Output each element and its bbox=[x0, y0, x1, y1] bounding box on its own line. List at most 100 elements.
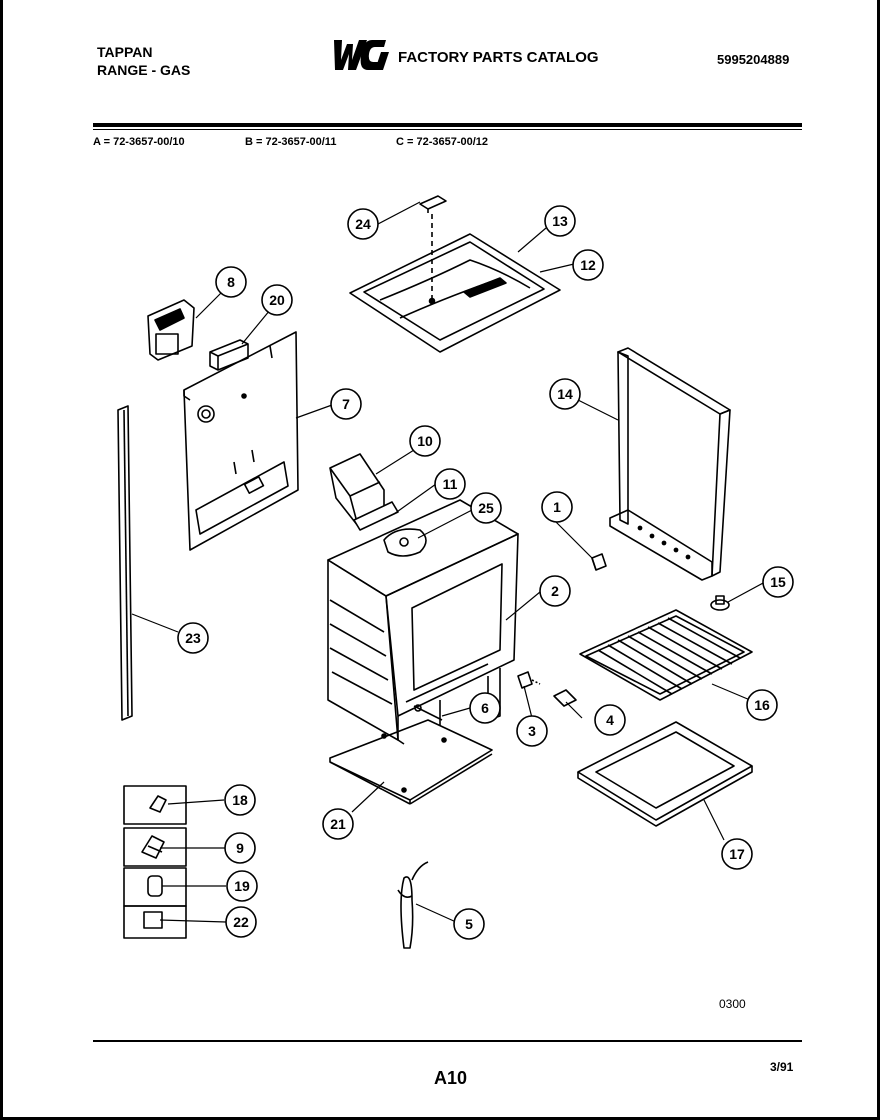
part-22-box bbox=[123, 905, 187, 939]
part-9-box bbox=[123, 827, 187, 867]
callout-2: 2 bbox=[539, 575, 571, 607]
callout-number: 11 bbox=[443, 476, 458, 492]
callout-20: 20 bbox=[261, 284, 293, 316]
callout-circle bbox=[177, 622, 209, 654]
callout-number: 1 bbox=[553, 499, 561, 515]
callout-number: 3 bbox=[528, 723, 536, 739]
callout-number: 10 bbox=[417, 433, 433, 449]
callout-circle bbox=[322, 808, 354, 840]
callout-18: 18 bbox=[224, 784, 256, 816]
callout-circle bbox=[330, 388, 362, 420]
callout-number: 4 bbox=[606, 712, 614, 728]
callout-17: 17 bbox=[721, 838, 753, 870]
callout-circle bbox=[434, 468, 466, 500]
callout-circle bbox=[762, 566, 794, 598]
callout-number: 9 bbox=[236, 840, 244, 856]
callout-1: 1 bbox=[541, 491, 573, 523]
callout-number: 18 bbox=[232, 792, 248, 808]
callout-15: 15 bbox=[762, 566, 794, 598]
revision-date: 3/91 bbox=[770, 1060, 794, 1074]
header-rule-thick bbox=[93, 123, 802, 127]
callout-14: 14 bbox=[549, 378, 581, 410]
footer-rule bbox=[93, 1040, 802, 1042]
callout-number: 24 bbox=[355, 216, 371, 232]
callout-circle bbox=[516, 715, 548, 747]
wci-logo bbox=[328, 38, 390, 72]
callout-23: 23 bbox=[177, 622, 209, 654]
callout-7: 7 bbox=[330, 388, 362, 420]
callout-number: 2 bbox=[551, 583, 559, 599]
callout-number: 6 bbox=[481, 700, 489, 716]
callout-circle bbox=[261, 284, 293, 316]
part-10-burner-box bbox=[329, 453, 399, 531]
callout-circle bbox=[224, 832, 256, 864]
callout-4: 4 bbox=[594, 704, 626, 736]
brand-name: TAPPAN bbox=[97, 44, 153, 60]
callout-number: 22 bbox=[233, 914, 249, 930]
model-c: C = 72-3657-00/12 bbox=[396, 136, 489, 148]
callout-number: 25 bbox=[478, 500, 494, 516]
callout-number: 21 bbox=[330, 816, 346, 832]
callout-number: 20 bbox=[269, 292, 285, 308]
callout-9: 9 bbox=[224, 832, 256, 864]
callout-22: 22 bbox=[225, 906, 257, 938]
callout-circle bbox=[469, 692, 501, 724]
callout-6: 6 bbox=[469, 692, 501, 724]
callout-number: 15 bbox=[770, 574, 786, 590]
callout-5: 5 bbox=[453, 908, 485, 940]
callout-number: 17 bbox=[729, 846, 745, 862]
part-14-door-frame bbox=[609, 347, 731, 581]
part-21-bottom-panel bbox=[329, 719, 493, 805]
callout-8: 8 bbox=[215, 266, 247, 298]
part-6-valve bbox=[413, 700, 443, 726]
part-12-13-cooktop bbox=[349, 233, 561, 353]
callout-12: 12 bbox=[572, 249, 604, 281]
callout-circle bbox=[746, 689, 778, 721]
scan-edge-right bbox=[877, 0, 880, 1120]
page-number: A10 bbox=[434, 1068, 468, 1088]
callout-circle bbox=[409, 425, 441, 457]
callout-number: 16 bbox=[754, 697, 770, 713]
callout-circle bbox=[453, 908, 485, 940]
callout-circle bbox=[572, 249, 604, 281]
catalog-number: 5995204889 bbox=[717, 52, 790, 67]
part-5-tongs bbox=[397, 861, 429, 949]
callout-number: 7 bbox=[342, 396, 350, 412]
scan-edge-left bbox=[0, 0, 3, 1120]
callout-number: 8 bbox=[227, 274, 235, 290]
callout-16: 16 bbox=[746, 689, 778, 721]
part-1-clip bbox=[591, 553, 607, 571]
model-a: A = 72-3657-00/10 bbox=[93, 136, 185, 148]
callout-circle bbox=[541, 491, 573, 523]
callout-number: 5 bbox=[465, 916, 473, 932]
callout-circle bbox=[549, 378, 581, 410]
scan-edge-bottom bbox=[0, 1117, 880, 1120]
model-b: B = 72-3657-00/11 bbox=[245, 136, 337, 148]
callout-19: 19 bbox=[226, 870, 258, 902]
part-2-oven-body bbox=[327, 499, 519, 745]
callout-24: 24 bbox=[347, 208, 379, 240]
callout-circle bbox=[594, 704, 626, 736]
callout-circle bbox=[470, 492, 502, 524]
part-7-back-panel bbox=[183, 331, 299, 551]
part-15-knob bbox=[710, 595, 730, 611]
part-24-clip bbox=[419, 195, 447, 300]
part-3-fitting bbox=[517, 671, 541, 689]
callout-circle bbox=[226, 870, 258, 902]
callout-circle bbox=[225, 906, 257, 938]
part-20-block bbox=[209, 339, 249, 371]
callout-21: 21 bbox=[322, 808, 354, 840]
callout-number: 12 bbox=[580, 257, 596, 273]
callout-circle bbox=[224, 784, 256, 816]
product-type: RANGE - GAS bbox=[97, 62, 191, 78]
callout-number: 14 bbox=[557, 386, 573, 402]
header-rule-thin bbox=[93, 129, 802, 130]
callout-11: 11 bbox=[434, 468, 466, 500]
callout-circle bbox=[544, 205, 576, 237]
part-18-box bbox=[123, 785, 187, 825]
callout-circle bbox=[539, 575, 571, 607]
callout-circle bbox=[215, 266, 247, 298]
part-17-broiler-frame bbox=[577, 721, 753, 827]
part-23-trim-strip bbox=[117, 405, 133, 721]
